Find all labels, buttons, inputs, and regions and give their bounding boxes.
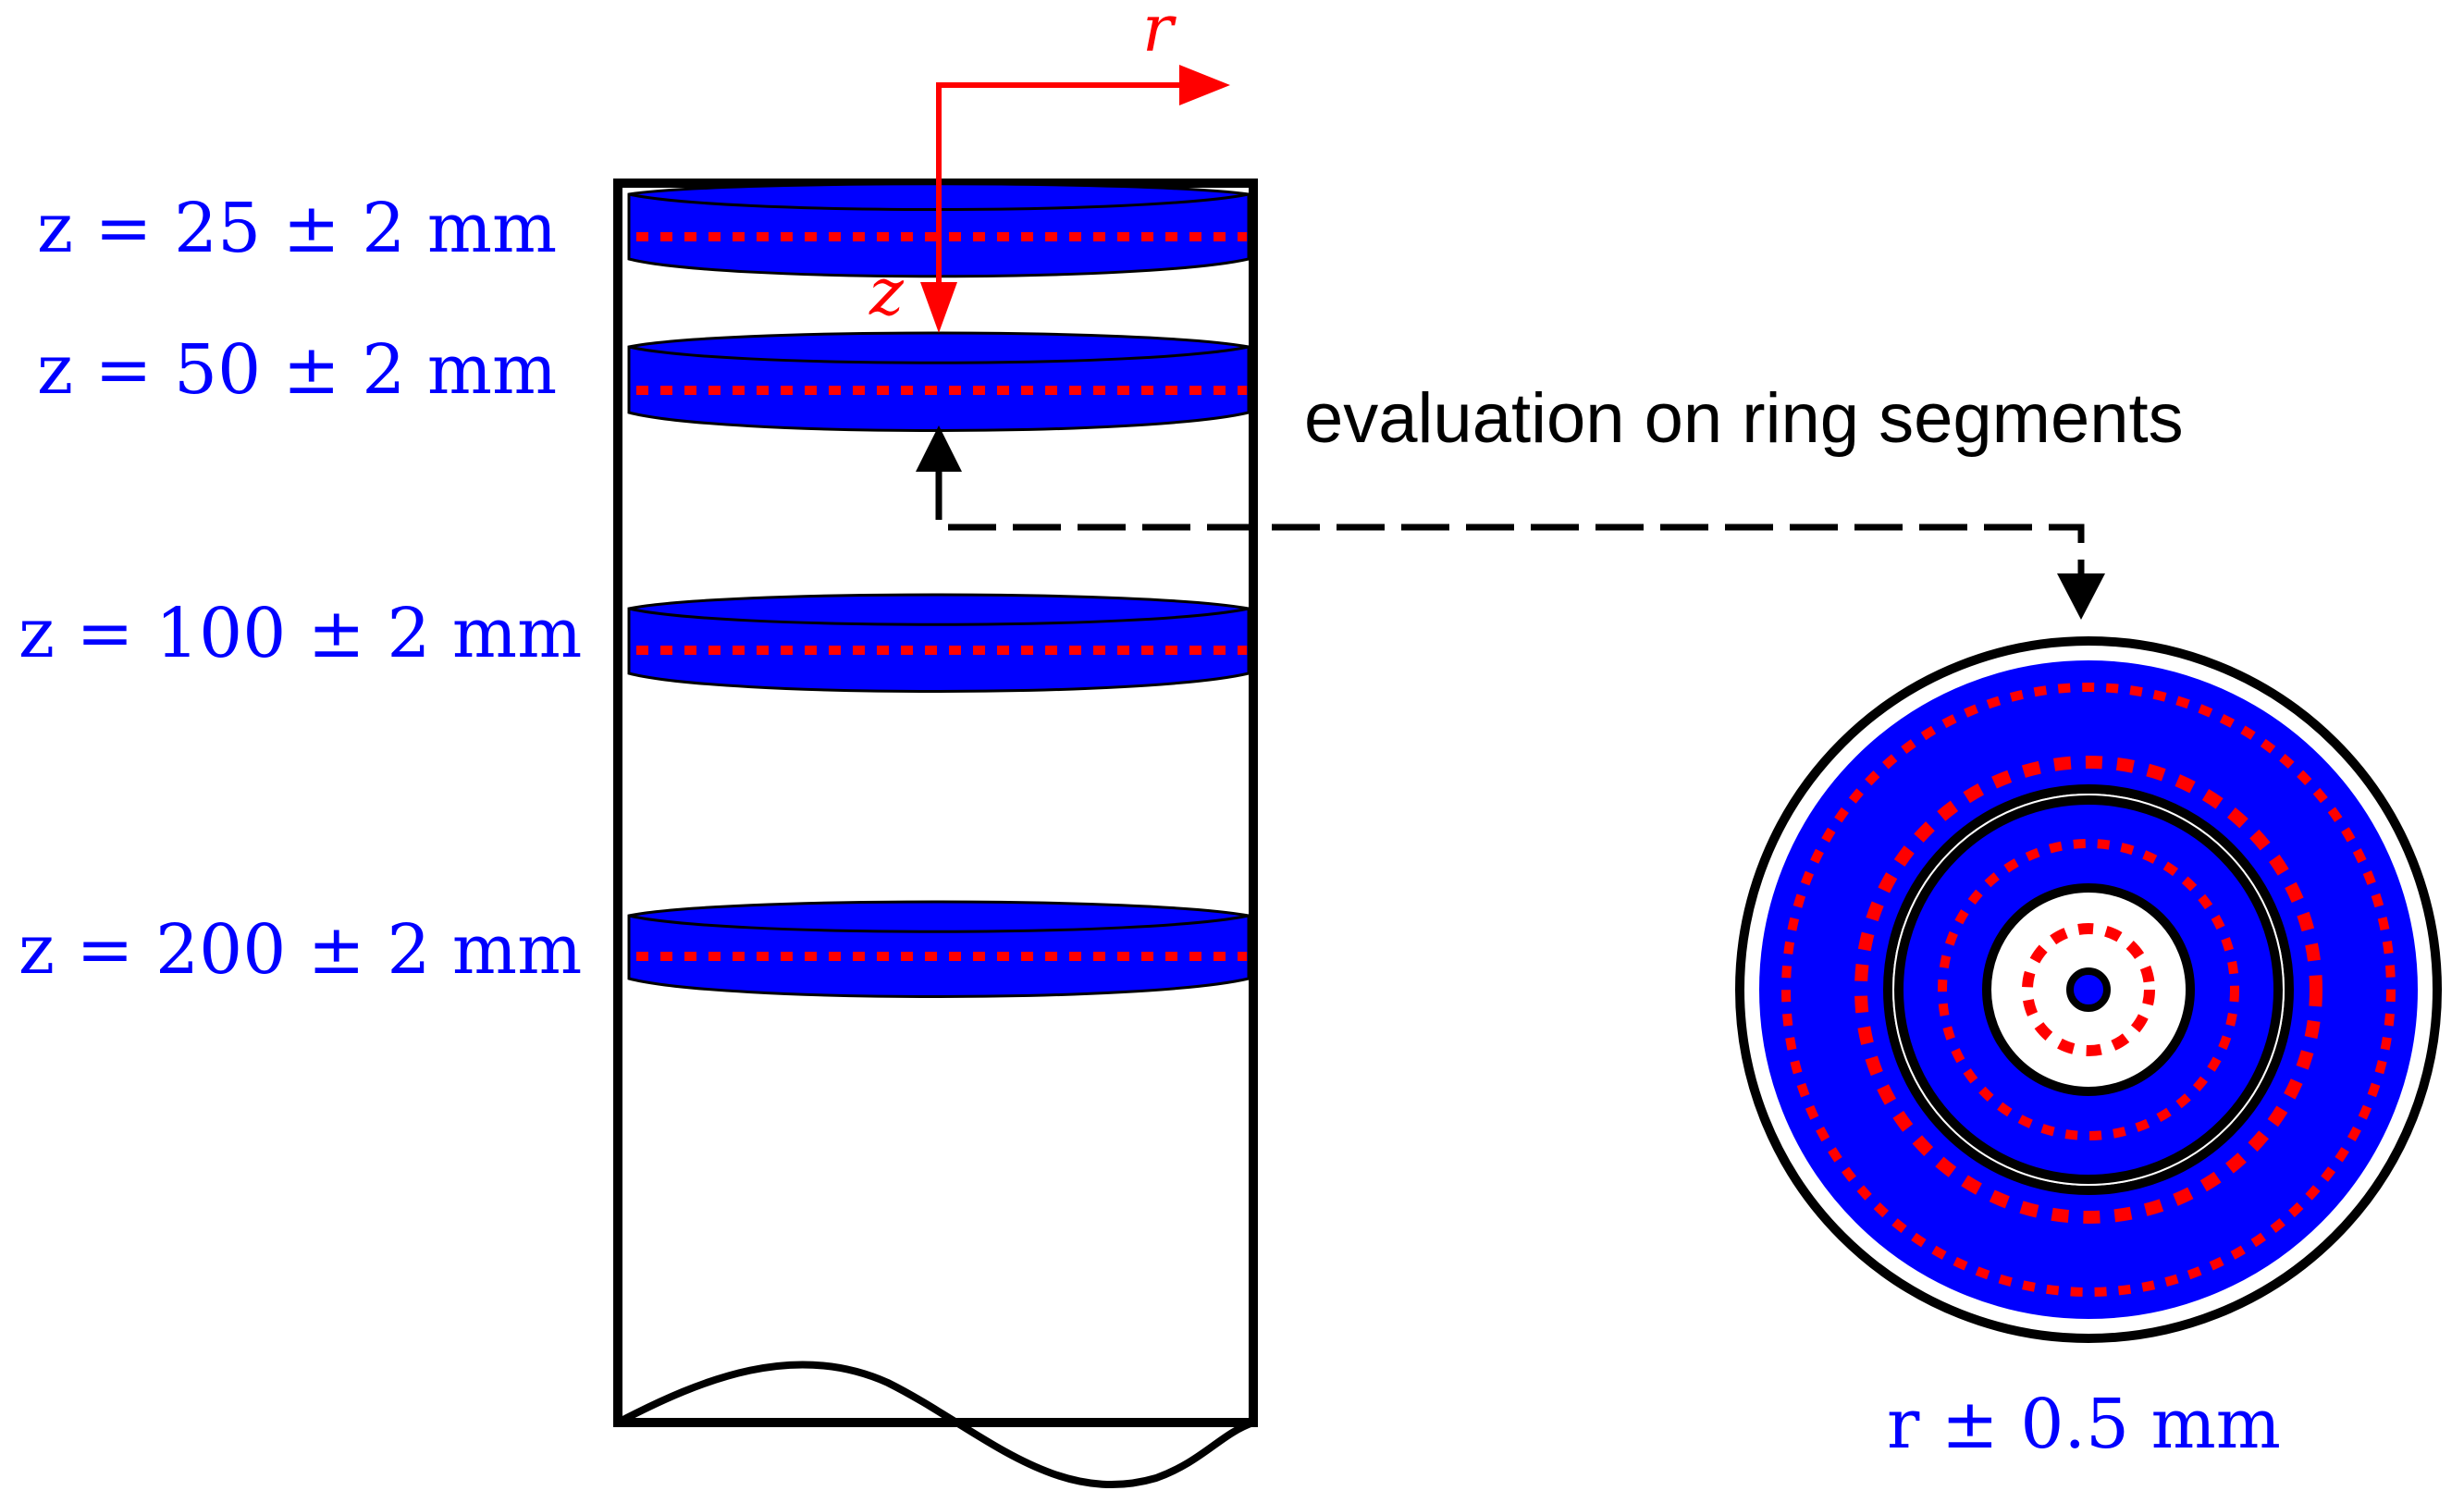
- ring-segment-middle-edge: [1894, 795, 2283, 1184]
- cylinder-cut-wave: [616, 1361, 1255, 1489]
- slice-label-2: z = 50 ± 2 mm: [37, 330, 557, 410]
- ring-caption: r ± 0.5 mm: [1887, 1385, 2281, 1464]
- slice-label-1: z = 25 ± 2 mm: [37, 189, 557, 268]
- slice-label-4: z = 200 ± 2 mm: [18, 910, 582, 990]
- ring-segments: [1735, 636, 2442, 1343]
- slice-disc-2: [627, 331, 1250, 432]
- ring-segment-outer-blue: [1759, 660, 2418, 1319]
- r-axis-arrowhead: [1179, 65, 1230, 105]
- ring-midline-2: [1854, 756, 2322, 1224]
- ring-midline-3: [1938, 839, 2239, 1140]
- connector-arrow: [916, 425, 2105, 620]
- connector-dashed-line: [935, 472, 2085, 573]
- connector-up-arrowhead: [916, 425, 962, 472]
- annotation-text: evaluation on ring segments: [1304, 379, 2184, 458]
- ring-segment-outer-edge: [1883, 784, 2294, 1195]
- coordinate-axes: r z: [869, 0, 1230, 333]
- ring-midline-1: [1781, 683, 2396, 1297]
- z-axis-label: z: [869, 254, 905, 330]
- connector-down-arrowhead: [2057, 573, 2105, 620]
- r-axis-label: r: [1142, 0, 1177, 67]
- r-axis-line: [936, 82, 1189, 319]
- slice-disc-3: [627, 593, 1250, 693]
- ring-midline-4: [2022, 923, 2155, 1056]
- ring-center-dot: [2066, 967, 2111, 1012]
- slice-label-3: z = 100 ± 2 mm: [18, 594, 582, 673]
- ring-segment-inner-edge: [1982, 883, 2195, 1096]
- z-axis-arrowhead: [920, 282, 957, 333]
- slice-disc-4: [627, 900, 1250, 998]
